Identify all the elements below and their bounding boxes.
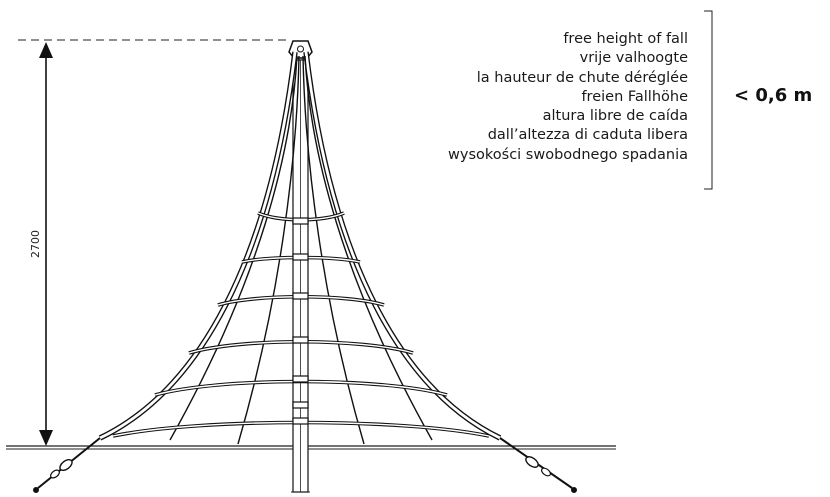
outer-edge-ropes xyxy=(98,51,502,441)
radial-ropes xyxy=(169,55,433,445)
right-ground-anchor xyxy=(499,437,577,493)
bracket xyxy=(704,10,713,190)
mast-connectors xyxy=(292,217,309,425)
label-english: free height of fall xyxy=(563,31,688,47)
free-height-of-fall-labels: free height of fall vrije valhoogte la h… xyxy=(448,30,688,165)
height-dimension-label: 2700 xyxy=(29,230,42,258)
label-french: la hauteur de chute déréglée xyxy=(476,69,688,86)
left-ground-anchor xyxy=(33,437,101,493)
label-italian: dall’altezza di caduta libera xyxy=(487,127,688,144)
label-german: freien Fallhöhe xyxy=(581,88,688,105)
label-spanish: altura libre de caída xyxy=(542,108,688,125)
height-dimension-arrow xyxy=(39,42,53,446)
label-polish: wysokości swobodnego spadania xyxy=(448,146,688,163)
label-dutch: vrije valhoogte xyxy=(579,50,688,67)
free-height-of-fall-value: < 0,6 m xyxy=(734,85,813,106)
central-mast xyxy=(291,59,310,493)
